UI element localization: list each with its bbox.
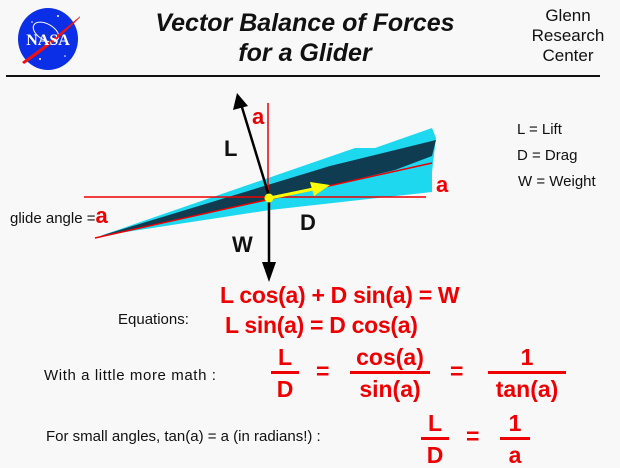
equation-1: L cos(a) + D sin(a) = W xyxy=(220,282,460,308)
equations-label: Equations: xyxy=(118,311,189,328)
more-math-label: With a little more math : xyxy=(44,367,217,384)
nasa-meatball-icon: NASA xyxy=(18,8,80,70)
small-angles-label: For small angles, tan(a) = a (in radians… xyxy=(46,428,321,445)
drag-arrow-icon xyxy=(310,182,330,196)
lift-label: L xyxy=(224,136,238,161)
legend-weight: W = Weight xyxy=(518,173,596,190)
angle-symbol-glide: a xyxy=(95,203,108,228)
lift-arrow-icon xyxy=(233,93,248,110)
angle-symbol-tail: a xyxy=(436,172,449,197)
header-divider xyxy=(6,75,600,77)
center-of-gravity-dot xyxy=(264,193,274,203)
fraction-cos-over-sin: cos(a)sin(a) xyxy=(350,344,430,402)
legend-drag: D = Drag xyxy=(517,147,578,164)
weight-label: W xyxy=(232,232,253,257)
flight-path-line xyxy=(94,162,433,239)
nasa-logo: NASA xyxy=(10,4,80,74)
weight-arrow-icon xyxy=(262,262,276,282)
glide-angle-label: glide angle =a xyxy=(10,203,108,228)
svg-text:NASA: NASA xyxy=(26,32,70,49)
angle-symbol-lift: a xyxy=(252,104,265,129)
page-title: Vector Balance of Forces for a Glider xyxy=(155,9,455,67)
center-name: Glenn Research Center xyxy=(531,6,605,65)
equation-2: L sin(a) = D cos(a) xyxy=(225,312,418,338)
legend-lift: L = Lift xyxy=(517,121,562,138)
drag-label: D xyxy=(300,210,316,235)
